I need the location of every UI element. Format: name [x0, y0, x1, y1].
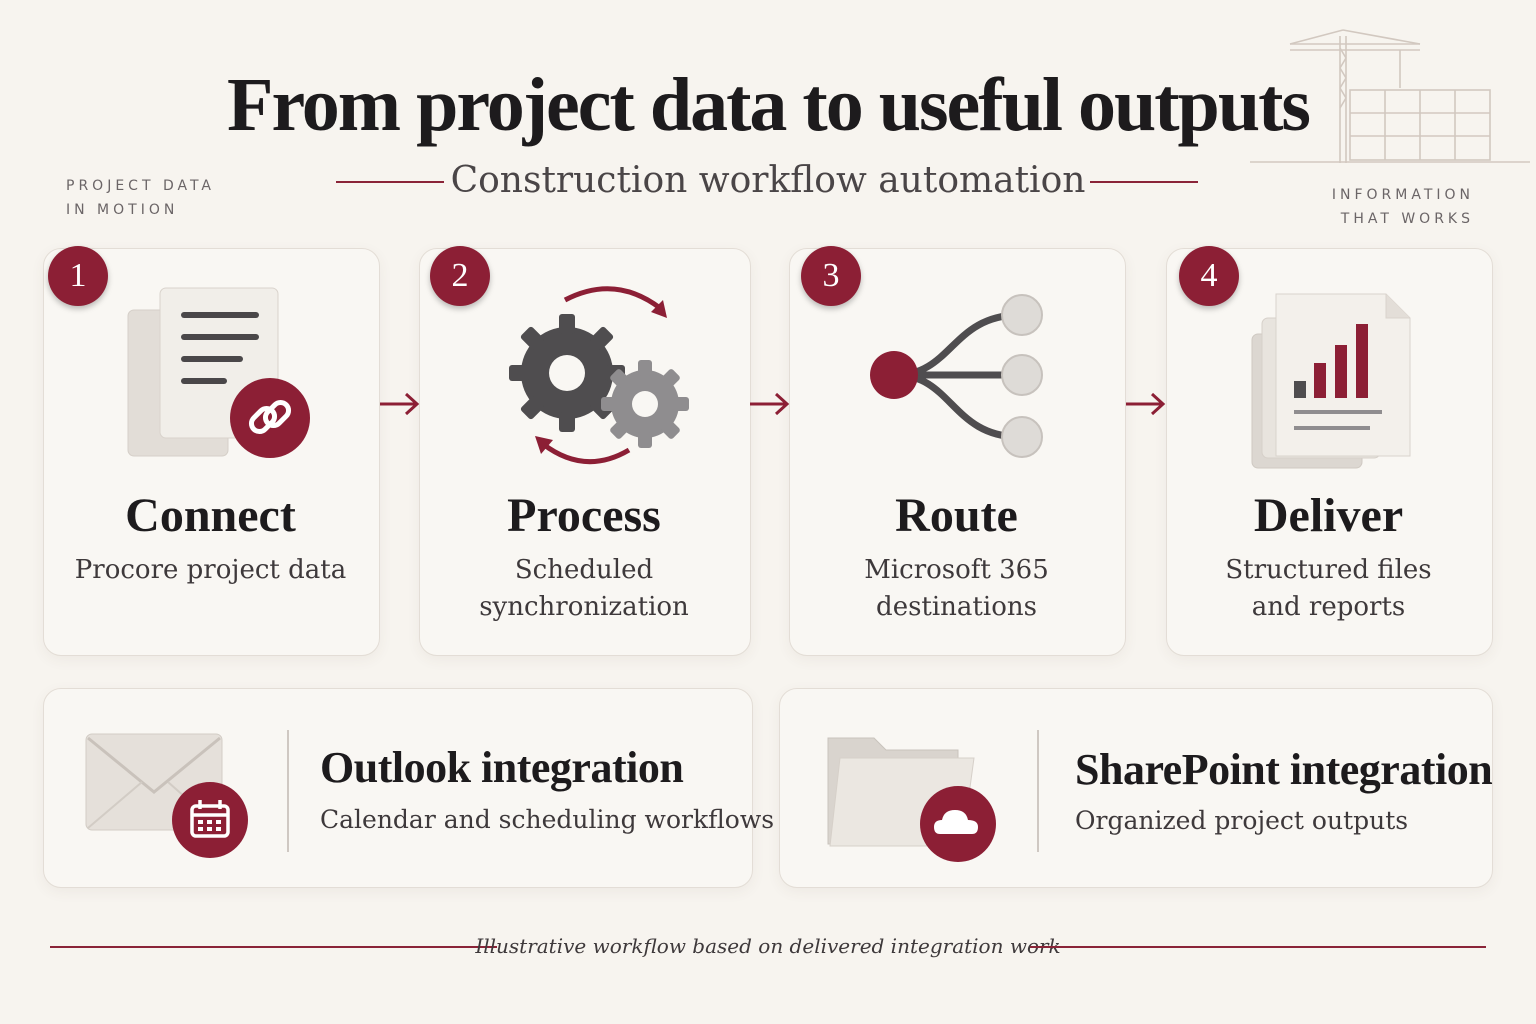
step-desc-line: and reports [1251, 592, 1406, 622]
step-title-process: Process [507, 489, 661, 542]
step-desc-line: synchronization [479, 592, 689, 622]
linked-document-icon [127, 287, 310, 458]
step-desc-line: destinations [876, 592, 1037, 622]
step-title-deliver: Deliver [1253, 489, 1404, 542]
integration-desc-sharepoint: Organized project outputs [1075, 806, 1409, 835]
step-desc-line: Microsoft 365 [864, 555, 1049, 585]
arrow-right-icon [1126, 392, 1166, 416]
arrow-right-icon [750, 392, 790, 416]
integration-title-sharepoint: SharePoint integration [1075, 745, 1493, 794]
step-title-connect: Connect [125, 489, 296, 542]
integration-desc-outlook: Calendar and scheduling workflows [320, 805, 775, 834]
folder-cloud-icon [827, 737, 996, 862]
subtitle-rule-right [1090, 181, 1198, 183]
step-desc-deliver: Structured files and reports [1166, 552, 1491, 626]
step-number-badge: 2 [430, 246, 490, 306]
step-desc-line: Structured files [1225, 555, 1432, 585]
integration-title-outlook: Outlook integration [320, 743, 684, 792]
page-title: From project data to useful outputs [227, 63, 1311, 147]
step-desc-connect: Procore project data [43, 552, 378, 589]
step-desc-route: Microsoft 365 destinations [789, 552, 1124, 626]
gears-sync-icon [509, 286, 689, 465]
report-chart-icon [1251, 293, 1411, 469]
envelope-calendar-icon [85, 733, 248, 858]
footnote-rule-right [1030, 946, 1486, 948]
right-tagline: INFORMATION THAT WORKS [1332, 183, 1474, 231]
step-card-process [419, 248, 751, 656]
right-tagline-line: THAT WORKS [1340, 211, 1474, 227]
divider [287, 730, 289, 852]
divider [1037, 730, 1039, 852]
subtitle-rule-left [336, 181, 444, 183]
left-tagline-line: IN MOTION [66, 202, 179, 218]
arrow-right-icon [380, 392, 420, 416]
step-desc-line: Procore project data [74, 555, 347, 585]
footnote-rule-left [50, 946, 497, 948]
footnote: Illustrative workflow based on delivered… [475, 934, 1061, 958]
step-card-route [789, 248, 1126, 656]
step-number-badge: 1 [48, 246, 108, 306]
page-subtitle: Construction workflow automation [450, 160, 1086, 201]
route-branch-icon [870, 294, 1043, 458]
construction-crane-illustration-icon [1250, 29, 1530, 163]
left-tagline: PROJECT DATA IN MOTION [66, 174, 215, 222]
step-number-badge: 3 [801, 246, 861, 306]
step-desc-line: Scheduled [514, 555, 654, 585]
right-tagline-line: INFORMATION [1331, 187, 1474, 203]
step-desc-process: Scheduled synchronization [419, 552, 749, 626]
step-title-route: Route [895, 489, 1018, 542]
step-number-badge: 4 [1179, 246, 1239, 306]
left-tagline-line: PROJECT DATA [66, 178, 216, 194]
